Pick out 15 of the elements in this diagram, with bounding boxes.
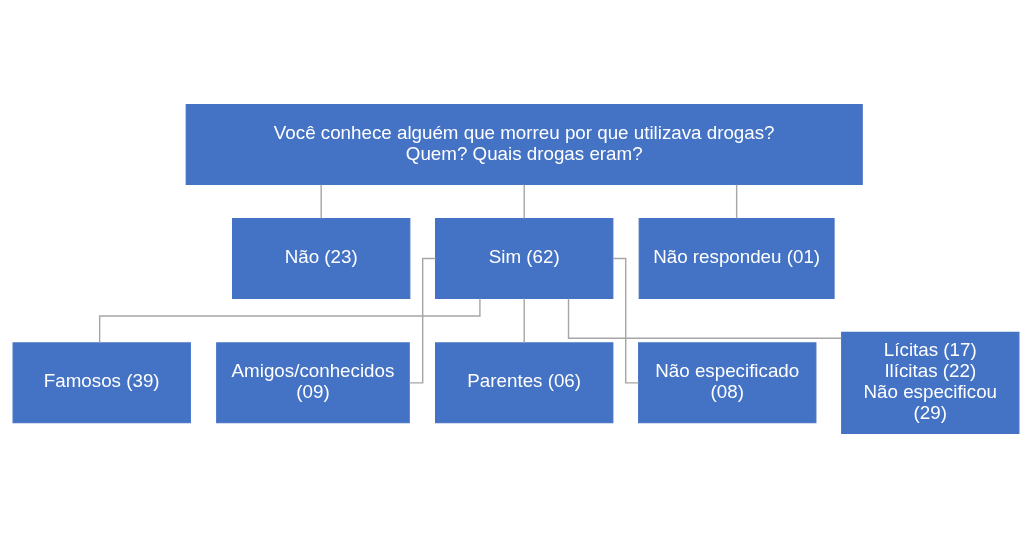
node-box: Não (23) bbox=[232, 217, 411, 299]
node-box: Não respondeu (01) bbox=[638, 217, 835, 299]
connector bbox=[320, 183, 322, 219]
node-box: Não especificado (08) bbox=[638, 341, 817, 423]
connector bbox=[523, 297, 525, 344]
node-box: Parentes (06) bbox=[435, 341, 614, 423]
node-box: Lícitas (17) Ilícitas (22) Não especificou (29) bbox=[841, 331, 1020, 434]
node-box: Você conhece alguém que morreu por que utilizava drogas? Quem? Quais drogas eram? bbox=[185, 103, 863, 185]
node-box: Famosos (39) bbox=[12, 341, 191, 423]
node-box: Sim (62) bbox=[435, 217, 614, 299]
connector bbox=[523, 183, 525, 219]
connector bbox=[567, 297, 843, 339]
connector bbox=[735, 183, 738, 219]
node-box: Amigos/conhecidos (09) bbox=[216, 341, 410, 423]
connector bbox=[98, 297, 481, 343]
